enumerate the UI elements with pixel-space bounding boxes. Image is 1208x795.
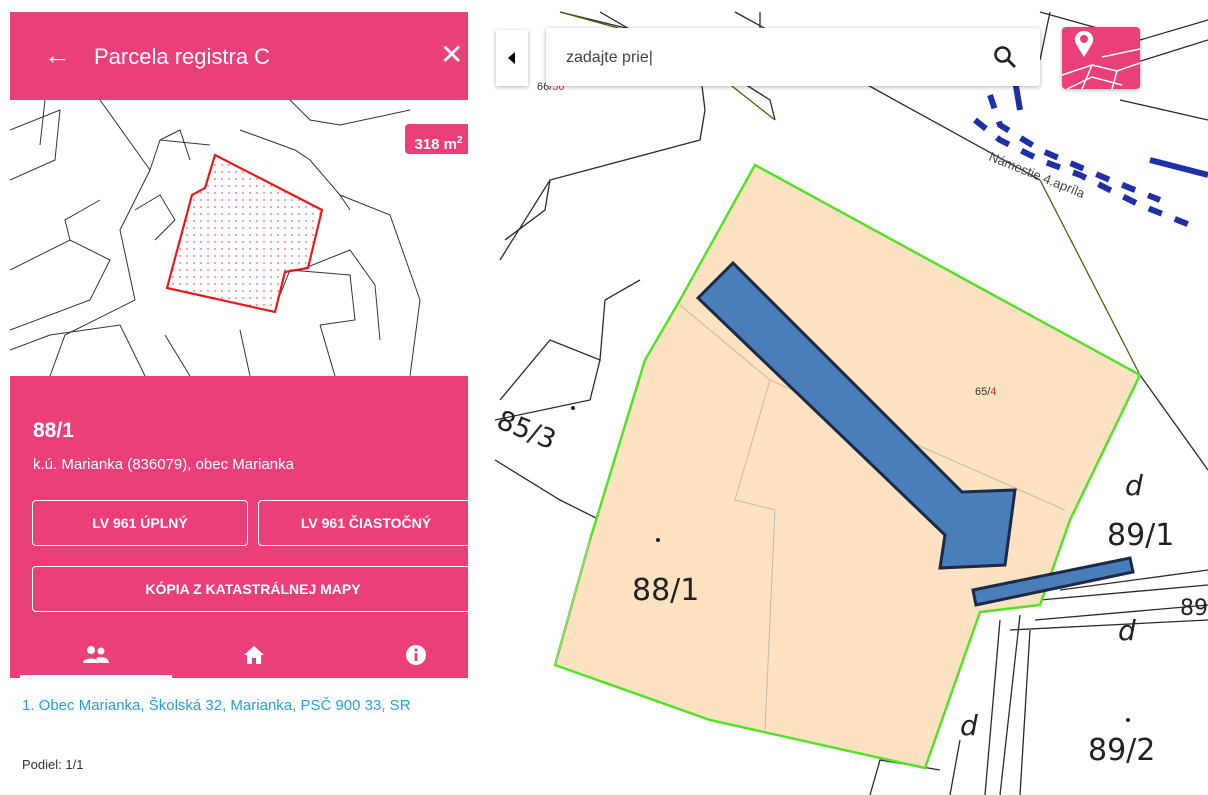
cadastral-area: k.ú. Marianka (836079), obec Marianka xyxy=(33,456,294,473)
map-label-88-1: 88/1 xyxy=(632,573,699,608)
search-input[interactable] xyxy=(564,42,968,74)
people-icon xyxy=(83,645,109,663)
owner-link[interactable]: 1. Obec Marianka, Školská 32, Marianka, … xyxy=(22,697,411,714)
parcel-number: 88/1 xyxy=(33,419,74,442)
map-label-65: 65/ xyxy=(975,386,991,398)
map-label-d1: d xyxy=(1125,469,1143,502)
area-badge: 318 m2 xyxy=(403,122,468,156)
blue-arrow xyxy=(695,260,1017,570)
lv-partial-button[interactable]: LV 961 ČIASTOČNÝ xyxy=(258,500,468,546)
panel-toggle-button[interactable] xyxy=(496,30,528,86)
selected-parcel[interactable] xyxy=(553,163,1142,770)
back-arrow-icon[interactable]: ← xyxy=(44,40,70,70)
map-pin-icon xyxy=(1062,31,1140,89)
search-icon[interactable] xyxy=(992,44,1018,70)
tab-owners[interactable] xyxy=(20,632,172,678)
caret-left-icon xyxy=(508,52,515,64)
info-icon xyxy=(406,645,426,665)
owner-share: Podiel: 1/1 xyxy=(22,757,84,772)
svg-text:65/4: 65/4 xyxy=(975,386,996,398)
map-label-89-2: 89/2 xyxy=(1088,733,1155,768)
search-box xyxy=(546,28,1040,86)
panel-header: ← Parcela registra C ✕ xyxy=(10,12,468,100)
home-icon xyxy=(244,646,264,664)
panel-title: Parcela registra C xyxy=(94,44,271,69)
tab-building[interactable] xyxy=(178,632,330,678)
map-label-89: 89 xyxy=(1180,596,1208,621)
map-label-d3: d xyxy=(960,709,978,742)
close-icon[interactable]: ✕ xyxy=(440,39,464,70)
map-label-89-1: 89/1 xyxy=(1107,518,1174,553)
street-dashes xyxy=(973,94,1192,228)
parcel-info: 88/1 k.ú. Marianka (836079), obec Marian… xyxy=(10,376,468,678)
map-label-d2: d xyxy=(1118,614,1136,647)
map-copy-button[interactable]: KÓPIA Z KATASTRÁLNEJ MAPY xyxy=(32,566,468,612)
lv-full-button[interactable]: LV 961 ÚPLNÝ xyxy=(32,500,248,546)
parcel-panel: ← Parcela registra C ✕ xyxy=(10,12,468,795)
tab-info[interactable] xyxy=(340,632,468,678)
blue-arrow-tail xyxy=(971,556,1135,607)
cadastre-layer-button[interactable] xyxy=(1062,27,1140,89)
parcel-thumbnail-map xyxy=(10,100,468,376)
